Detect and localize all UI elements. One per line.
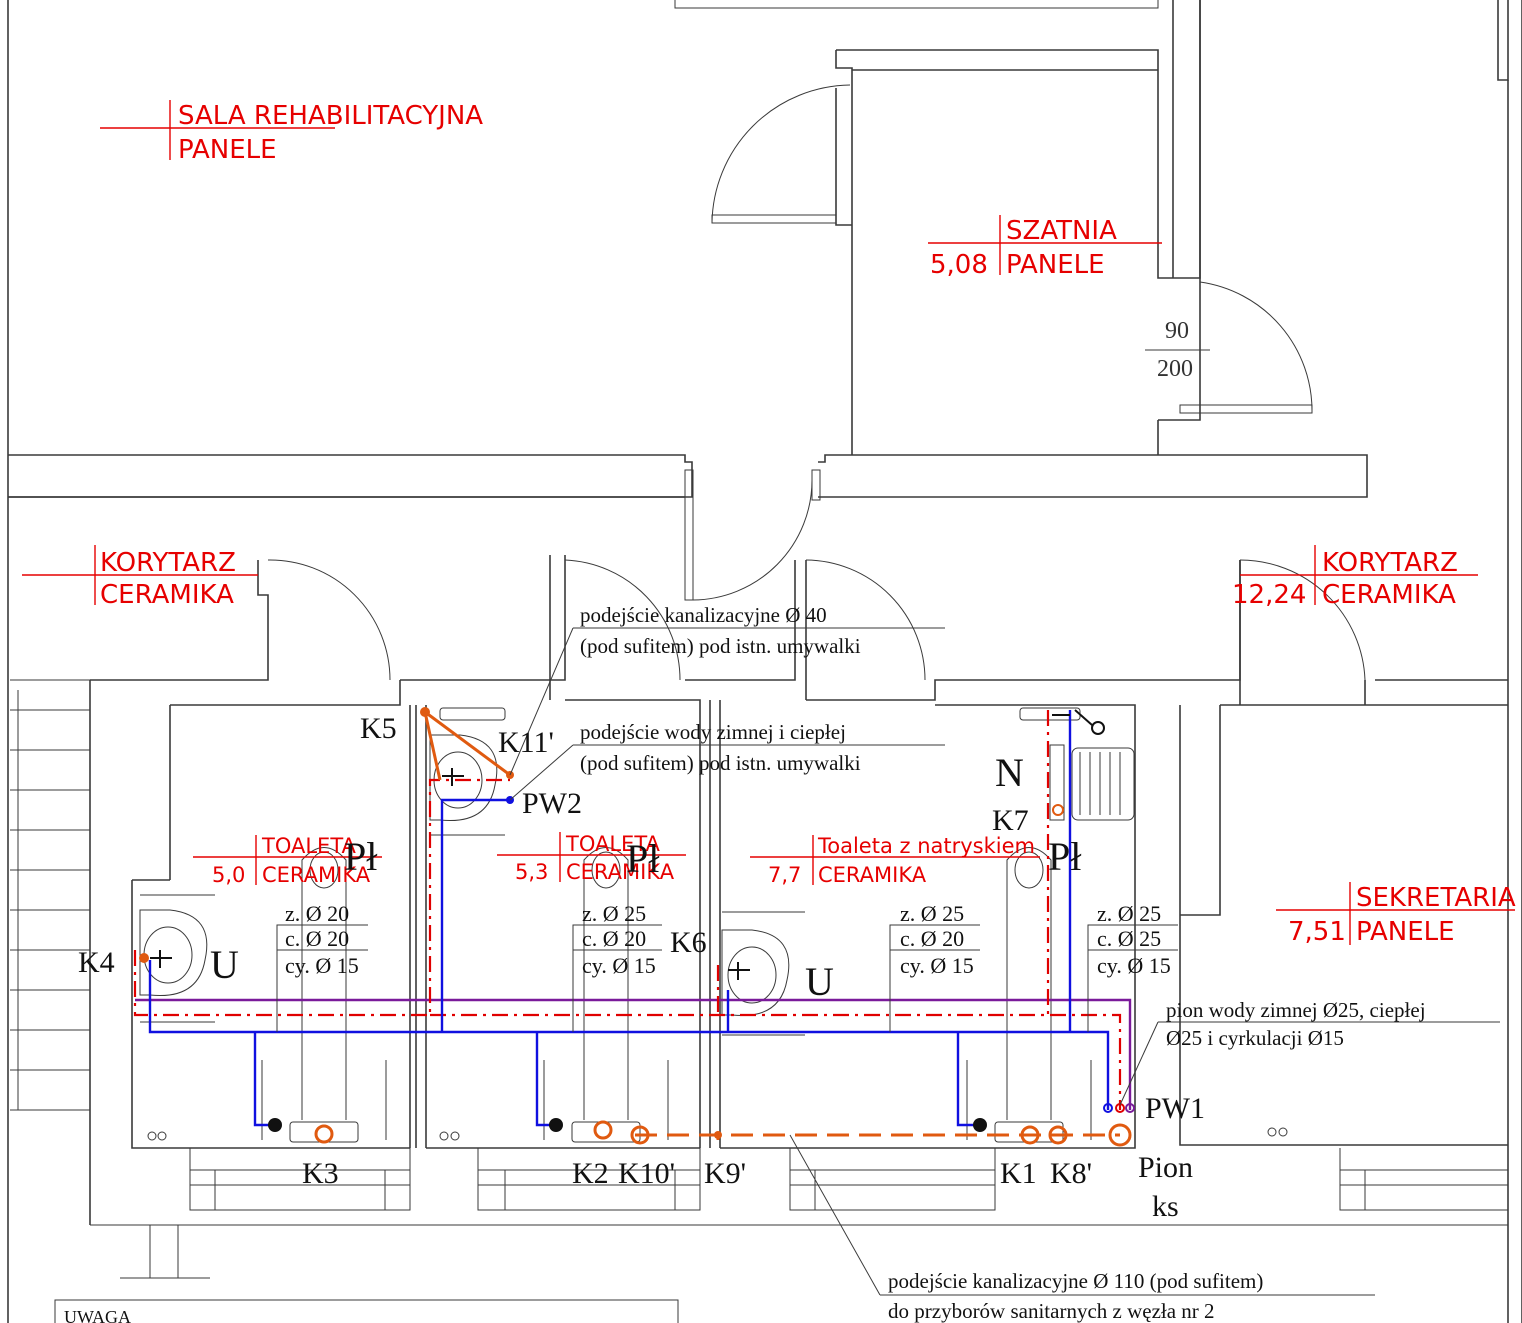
pipe-sizes: z. Ø 20 c. Ø 20 cy. Ø 15 z. Ø 25 c. Ø 20… bbox=[285, 901, 1171, 978]
korytarz-left-name: KORYTARZ bbox=[100, 548, 236, 578]
leader-lines bbox=[54, 349, 1500, 1323]
toaleta1-finish: CERAMIKA bbox=[262, 863, 371, 887]
sink-3 bbox=[721, 911, 805, 1036]
marker-k10: K10' bbox=[618, 1157, 675, 1190]
marker-k1: K1 bbox=[1000, 1157, 1037, 1190]
marker-n: N bbox=[995, 750, 1024, 795]
marker-pw1: PW1 bbox=[1145, 1092, 1205, 1125]
toaleta1-area: 5,0 bbox=[212, 863, 245, 887]
toaleta3-area: 7,7 bbox=[768, 863, 801, 887]
korytarz-right-finish: CERAMIKA bbox=[1322, 580, 1456, 610]
marker-pw2: PW2 bbox=[522, 787, 582, 820]
note-kan110-line2: do przyborów sanitarnych z węzła nr 2 bbox=[888, 1299, 1215, 1323]
sala-name: SALA REHABILITACYJNA bbox=[178, 101, 483, 131]
szatnia-area: 5,08 bbox=[930, 250, 988, 280]
t4-c: c. Ø 25 bbox=[1097, 926, 1161, 951]
marker-ks: ks bbox=[1152, 1190, 1179, 1223]
fixture-markers: K4 K5 K11' PW2 K6 K7 N U U Pł Pł Pł K3 K… bbox=[78, 712, 1205, 1223]
sink-1 bbox=[139, 894, 215, 1023]
toaleta2-area: 5,3 bbox=[515, 860, 548, 884]
marker-u1: U bbox=[210, 942, 239, 987]
annotations: podejście kanalizacyjne Ø 40 (pod sufite… bbox=[64, 603, 1426, 1323]
door-width: 90 bbox=[1165, 318, 1189, 344]
note-pion-line2: Ø25 i cyrkulacji Ø15 bbox=[1166, 1026, 1344, 1050]
door-dimension: 90 200 bbox=[1157, 318, 1193, 382]
marker-k6: K6 bbox=[670, 926, 707, 959]
sekretariat-finish: PANELE bbox=[1356, 917, 1455, 947]
door-height: 200 bbox=[1157, 356, 1193, 382]
korytarz-left-finish: CERAMIKA bbox=[100, 580, 234, 610]
marker-pl2: Pł bbox=[626, 836, 659, 881]
t3-z: z. Ø 25 bbox=[900, 901, 964, 926]
marker-pl3: Pł bbox=[1048, 834, 1081, 879]
korytarz-right-name: KORYTARZ bbox=[1322, 548, 1458, 578]
t3-c: c. Ø 20 bbox=[900, 926, 964, 951]
szatnia-finish: PANELE bbox=[1006, 250, 1105, 280]
toaleta2-name: TOALETA bbox=[565, 832, 661, 856]
t4-cy: cy. Ø 15 bbox=[1097, 953, 1171, 978]
marker-u2: U bbox=[805, 959, 834, 1004]
note-woda-line1: podejście wody zimnej i ciepłej bbox=[580, 720, 846, 744]
t2-c: c. Ø 20 bbox=[582, 926, 646, 951]
sekretariat-name: SEKRETARIA bbox=[1356, 883, 1516, 913]
note-woda-line2: (pod sufitem) pod istn. umywalki bbox=[580, 751, 861, 775]
shower-seat bbox=[1019, 707, 1135, 821]
korytarz-right-area: 12,24 bbox=[1232, 580, 1306, 610]
marker-k4: K4 bbox=[78, 946, 115, 979]
marker-pl1: Pł bbox=[344, 834, 377, 879]
marker-k11: K11' bbox=[498, 726, 554, 759]
toaleta3-finish: CERAMIKA bbox=[818, 863, 927, 887]
t2-cy: cy. Ø 15 bbox=[582, 953, 656, 978]
note-kan110-line1: podejście kanalizacyjne Ø 110 (pod sufit… bbox=[888, 1269, 1263, 1293]
t4-z: z. Ø 25 bbox=[1097, 901, 1161, 926]
toaleta3-name: Toaleta z natryskiem bbox=[817, 834, 1035, 858]
szatnia-name: SZATNIA bbox=[1006, 216, 1117, 246]
marker-k5: K5 bbox=[360, 712, 397, 745]
walls bbox=[7, 0, 1522, 1323]
t3-cy: cy. Ø 15 bbox=[900, 953, 974, 978]
marker-k9: K9' bbox=[704, 1157, 746, 1190]
toilet-3 bbox=[966, 847, 1092, 1143]
note-uwaga: UWAGA bbox=[64, 1307, 131, 1323]
sala-finish: PANELE bbox=[178, 135, 277, 165]
marker-k3: K3 bbox=[302, 1157, 339, 1190]
floor-drain-marks bbox=[147, 1127, 1288, 1141]
t2-z: z. Ø 25 bbox=[582, 901, 646, 926]
t1-c: c. Ø 20 bbox=[285, 926, 349, 951]
toaleta1-name: TOALETA bbox=[261, 834, 357, 858]
sekretariat-area: 7,51 bbox=[1288, 917, 1346, 947]
pipes bbox=[133, 707, 1135, 1147]
toilet-2 bbox=[543, 847, 669, 1143]
room-label-lines bbox=[22, 100, 1515, 945]
t1-cy: cy. Ø 15 bbox=[285, 953, 359, 978]
note-kan40-line1: podejście kanalizacyjne Ø 40 bbox=[580, 603, 827, 627]
toaleta2-finish: CERAMIKA bbox=[566, 860, 675, 884]
note-kan40-line2: (pod sufitem) pod istn. umywalki bbox=[580, 634, 861, 658]
marker-pion: Pion bbox=[1138, 1151, 1193, 1184]
marker-k7: K7 bbox=[992, 804, 1029, 837]
marker-k2: K2 bbox=[572, 1157, 609, 1190]
t1-z: z. Ø 20 bbox=[285, 901, 349, 926]
note-pion-line1: pion wody zimnej Ø25, ciepłej bbox=[1166, 998, 1426, 1022]
marker-k8: K8' bbox=[1050, 1157, 1092, 1190]
toilet-1 bbox=[261, 847, 387, 1143]
room-labels: SALA REHABILITACYJNA PANELE SZATNIA 5,08… bbox=[100, 101, 1516, 947]
